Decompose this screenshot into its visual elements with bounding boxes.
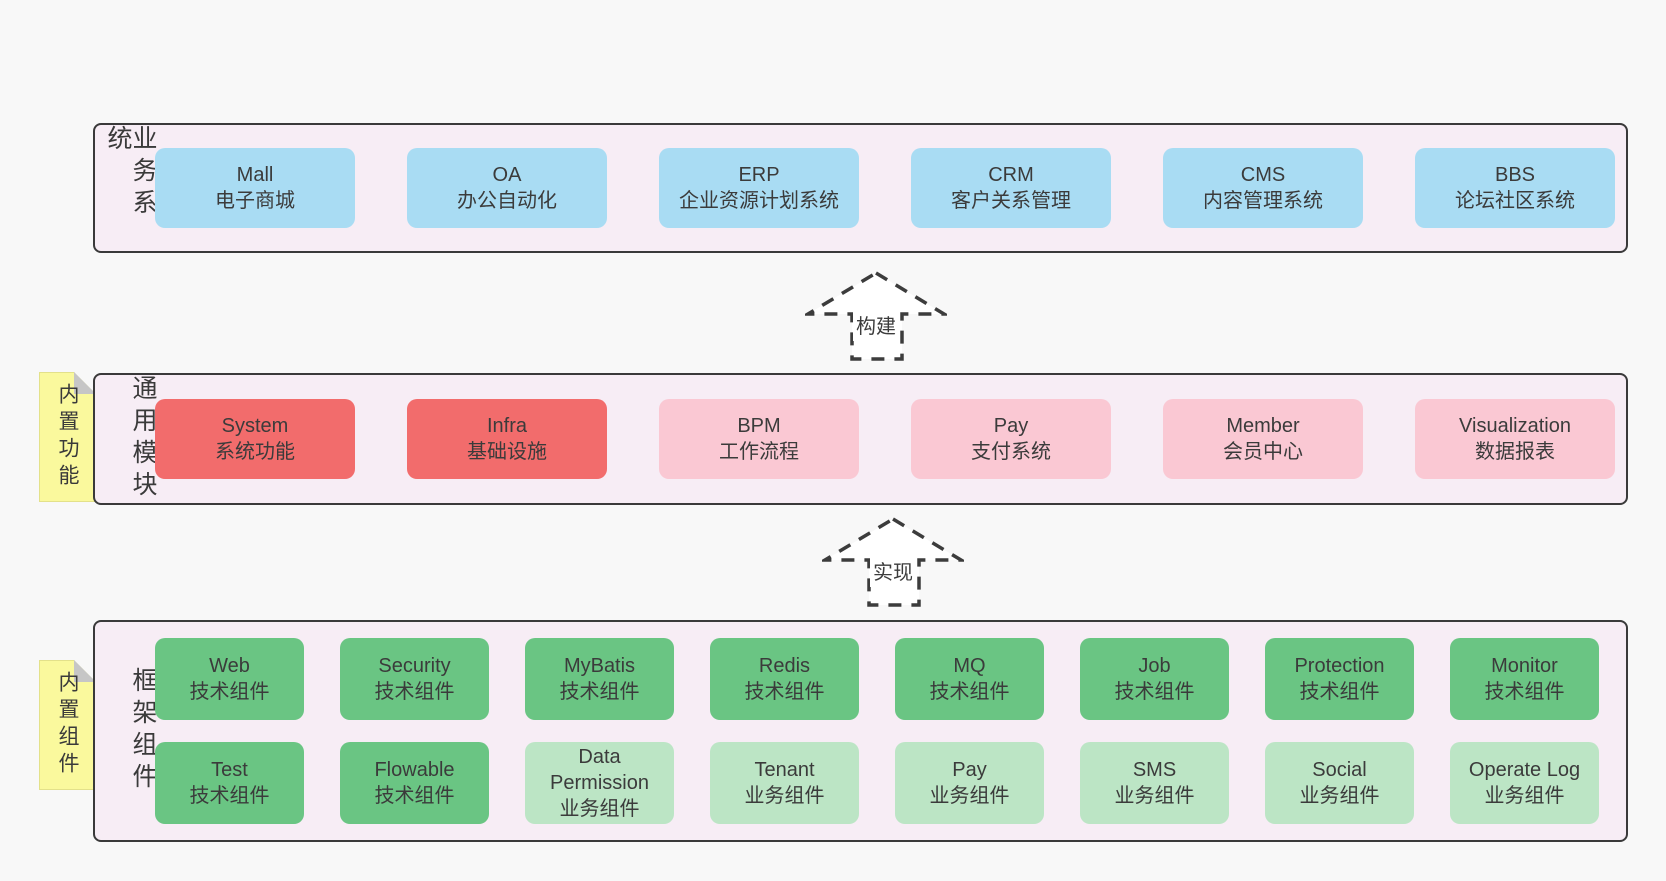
box-name: BBS [1494, 164, 1536, 186]
box-desc: 技术组件 [744, 681, 825, 703]
arrow-label-implement: 实现 [870, 554, 916, 587]
box-desc: 业务组件 [1484, 785, 1565, 807]
box-name: Tenant [754, 759, 815, 781]
box-desc: 技术组件 [1484, 681, 1565, 703]
panel-title-framework-components: 框架组件 [129, 667, 157, 795]
box-desc: 技术组件 [559, 681, 640, 703]
box-name: Infra [486, 415, 528, 437]
box-desc: 企业资源计划系统 [679, 190, 839, 212]
box-name: CMS [1240, 164, 1286, 186]
framework-components-panel: 框架组件 Web 技术组件 Security 技术组件 MyBatis 技术组件… [93, 620, 1628, 842]
box-pay-component: Pay 业务组件 [895, 742, 1044, 824]
box-name: Operate Log [1468, 759, 1581, 781]
box-erp: ERP 企业资源计划系统 [659, 148, 859, 228]
panel-title-business-systems: 业务系统 [104, 125, 157, 221]
box-name: SMS [1132, 759, 1177, 781]
box-name: Pay [993, 415, 1029, 437]
box-desc: 基础设施 [467, 441, 547, 463]
box-desc: 技术组件 [374, 785, 455, 807]
box-name: Mall [236, 164, 274, 186]
box-test: Test 技术组件 [155, 742, 304, 824]
box-desc: 工作流程 [719, 441, 799, 463]
box-name: Protection [1294, 655, 1385, 677]
box-name: MQ [953, 655, 986, 677]
common-modules-panel: 通用模块 System 系统功能 Infra 基础设施 BPM 工作流程 Pay… [93, 373, 1628, 505]
box-desc: 论坛社区系统 [1455, 190, 1575, 212]
box-name: Data Permission [550, 746, 649, 794]
box-mq: MQ 技术组件 [895, 638, 1044, 720]
sticky-note-label: 内置功能 [56, 383, 79, 491]
box-desc: 技术组件 [374, 681, 455, 703]
box-name: Redis [758, 655, 811, 677]
box-name: Monitor [1491, 655, 1558, 677]
dashed-up-arrow-build: 构建 [805, 270, 947, 362]
box-desc: 客户关系管理 [951, 190, 1071, 212]
box-crm: CRM 客户关系管理 [911, 148, 1111, 228]
box-name: CRM [988, 164, 1034, 186]
box-name: Security [378, 655, 451, 677]
business-systems-panel: 业务系统 Mall 电子商城 OA 办公自动化 ERP 企业资源计划系统 CRM… [93, 123, 1628, 253]
box-desc: 电子商城 [215, 190, 295, 212]
box-bbs: BBS 论坛社区系统 [1415, 148, 1615, 228]
box-cms: CMS 内容管理系统 [1163, 148, 1363, 228]
box-name: BPM [737, 415, 781, 437]
box-system: System 系统功能 [155, 399, 355, 479]
box-name: OA [492, 164, 522, 186]
arrow-label-build: 构建 [853, 308, 899, 341]
box-name: System [221, 415, 289, 437]
sticky-note-built-in-components: 内置组件 [39, 660, 96, 790]
box-name: Job [1138, 655, 1171, 677]
box-desc: 业务组件 [744, 785, 825, 807]
sticky-note-built-in-functions: 内置功能 [39, 372, 96, 502]
box-pay-module: Pay 支付系统 [911, 399, 1111, 479]
box-desc: 技术组件 [1114, 681, 1195, 703]
box-name: Visualization [1459, 415, 1571, 437]
box-redis: Redis 技术组件 [710, 638, 859, 720]
box-name: ERP [738, 164, 780, 186]
box-desc: 会员中心 [1223, 441, 1303, 463]
box-desc: 技术组件 [1299, 681, 1380, 703]
box-desc: 办公自动化 [457, 190, 557, 212]
box-name: Test [211, 759, 248, 781]
box-name: Web [209, 655, 250, 677]
box-mall: Mall 电子商城 [155, 148, 355, 228]
box-infra: Infra 基础设施 [407, 399, 607, 479]
box-mybatis: MyBatis 技术组件 [525, 638, 674, 720]
box-monitor: Monitor 技术组件 [1450, 638, 1599, 720]
sticky-note-label: 内置组件 [56, 671, 79, 779]
box-security: Security 技术组件 [340, 638, 489, 720]
box-data-permission: Data Permission 业务组件 [525, 742, 674, 824]
box-desc: 技术组件 [189, 785, 270, 807]
box-name: Social [1312, 759, 1367, 781]
box-desc: 业务组件 [1114, 785, 1195, 807]
box-bpm: BPM 工作流程 [659, 399, 859, 479]
box-social: Social 业务组件 [1265, 742, 1414, 824]
box-name: MyBatis [563, 655, 636, 677]
box-flowable: Flowable 技术组件 [340, 742, 489, 824]
box-member: Member 会员中心 [1163, 399, 1363, 479]
box-job: Job 技术组件 [1080, 638, 1229, 720]
box-desc: 系统功能 [215, 441, 295, 463]
box-tenant: Tenant 业务组件 [710, 742, 859, 824]
box-protection: Protection 技术组件 [1265, 638, 1414, 720]
box-desc: 支付系统 [971, 441, 1051, 463]
box-desc: 技术组件 [929, 681, 1010, 703]
panel-title-common-modules: 通用模块 [129, 375, 157, 503]
box-visualization: Visualization 数据报表 [1415, 399, 1615, 479]
box-desc: 数据报表 [1475, 441, 1555, 463]
box-name: Pay [952, 759, 987, 781]
box-operate-log: Operate Log 业务组件 [1450, 742, 1599, 824]
box-sms: SMS 业务组件 [1080, 742, 1229, 824]
dashed-up-arrow-implement: 实现 [822, 516, 964, 608]
box-desc: 技术组件 [189, 681, 270, 703]
box-desc: 业务组件 [559, 798, 640, 820]
box-desc: 业务组件 [1299, 785, 1380, 807]
box-name: Member [1226, 415, 1300, 437]
box-oa: OA 办公自动化 [407, 148, 607, 228]
box-desc: 业务组件 [929, 785, 1010, 807]
box-web: Web 技术组件 [155, 638, 304, 720]
box-name: Flowable [374, 759, 455, 781]
box-desc: 内容管理系统 [1203, 190, 1323, 212]
